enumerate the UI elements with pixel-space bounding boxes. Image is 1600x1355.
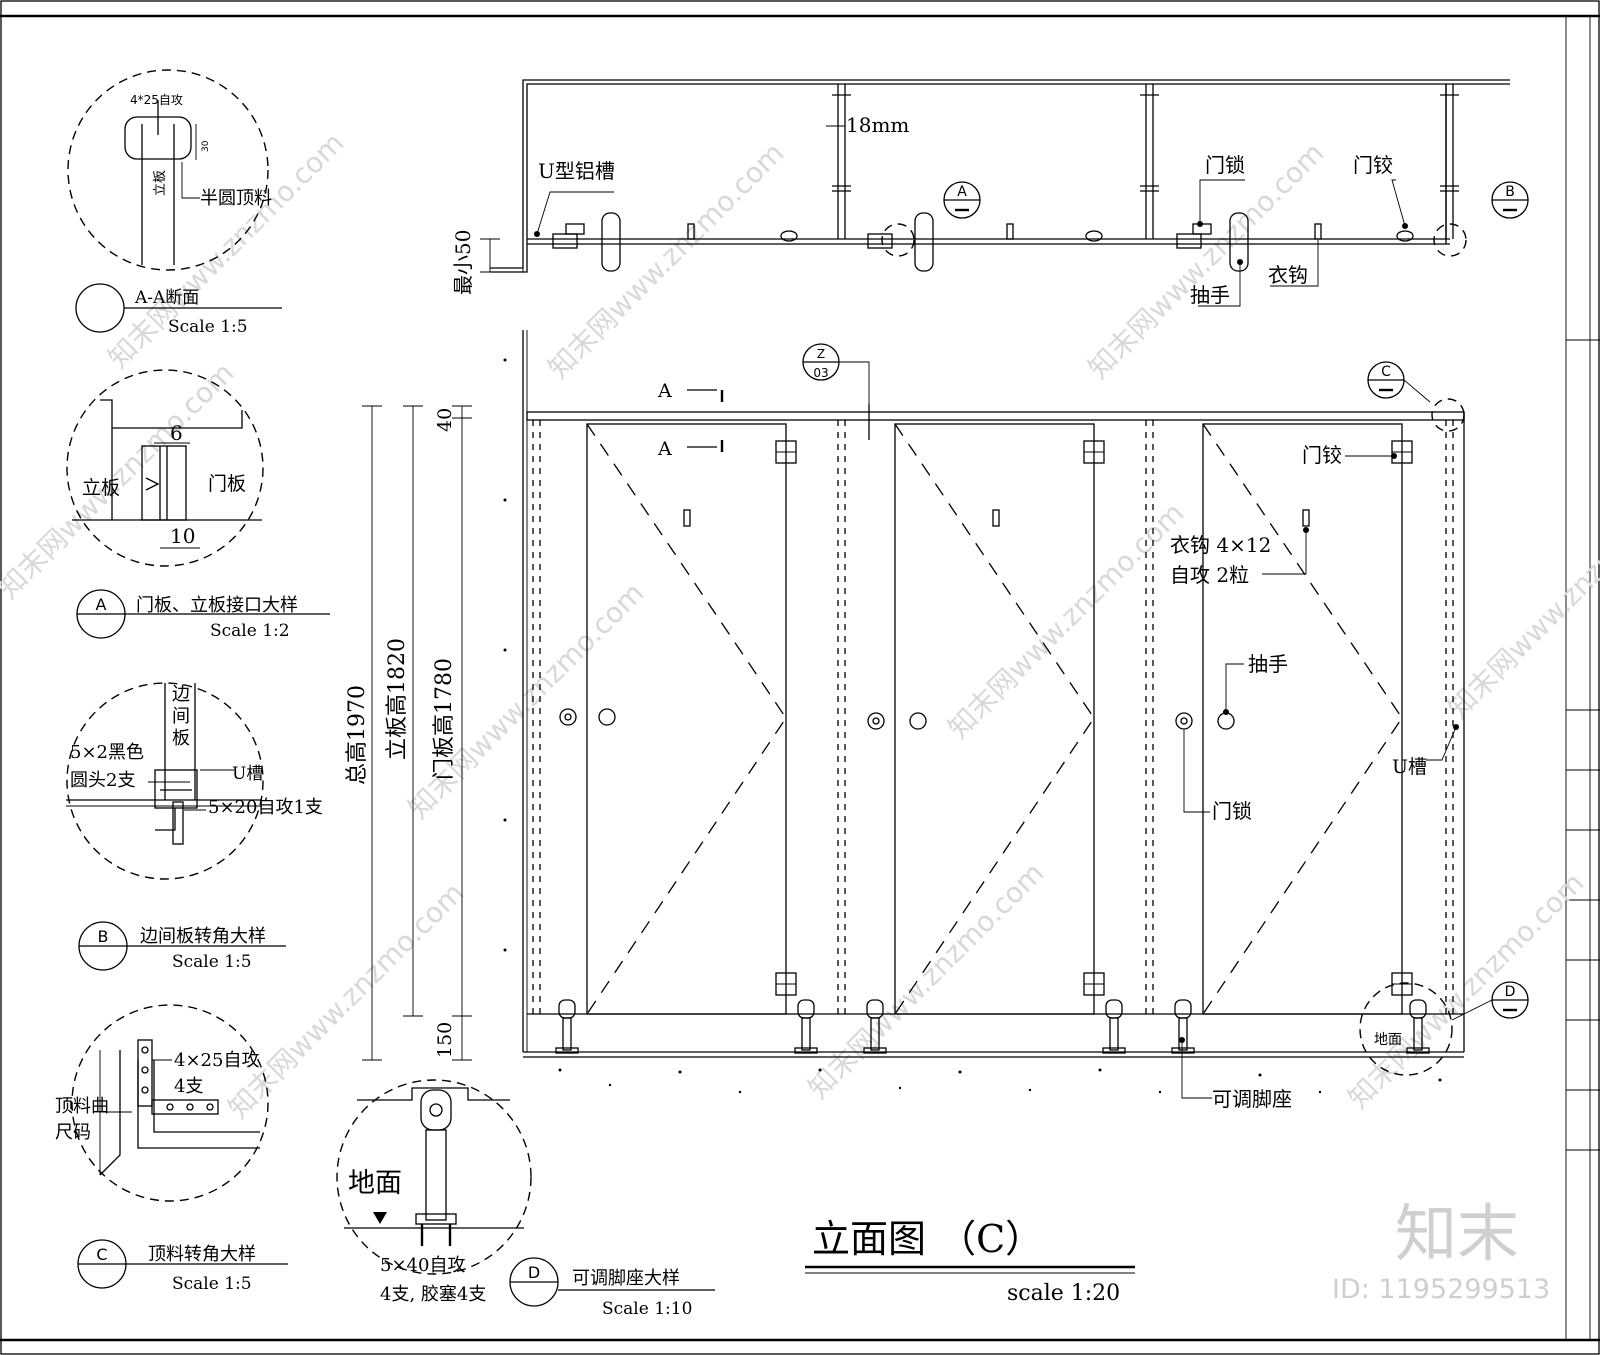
plan-bubble-a-label: A bbox=[957, 184, 967, 200]
dim-total-height: 总高1970 bbox=[345, 685, 370, 785]
plan-door-lock-label: 门锁 bbox=[1205, 153, 1245, 177]
elevation-hook-line1: 衣钩 4×12 bbox=[1170, 533, 1271, 557]
elevation-bubble-d-label: D bbox=[1505, 984, 1516, 1000]
c-bracket-line1: 顶料曲 bbox=[55, 1096, 109, 1117]
a-dim6: 6 bbox=[170, 421, 183, 445]
elevation-bubble-c-label: C bbox=[1381, 364, 1391, 380]
z-bubble: Z 03 bbox=[802, 343, 870, 440]
floor-hatch bbox=[503, 358, 1442, 1094]
d-title: 可调脚座大样 bbox=[572, 1268, 680, 1289]
plan-min-dim-label: 最小50 bbox=[451, 230, 475, 295]
b-bolt-line1: 5×2黑色 bbox=[70, 742, 144, 763]
b-letter: B bbox=[98, 927, 109, 946]
detail-d: 地面 5×40自攻 4支, 胶塞4支 D 可调脚座大样 Scale 1:10 bbox=[336, 1079, 715, 1319]
elevation-feet bbox=[555, 999, 1430, 1054]
b-side-panel: 边间板 bbox=[172, 684, 190, 749]
aa-scale: Scale 1:5 bbox=[168, 317, 248, 337]
aa-title: A-A断面 bbox=[134, 288, 199, 308]
a-scale: Scale 1:2 bbox=[210, 621, 290, 641]
watermark-logo: 知末 bbox=[1395, 1197, 1519, 1270]
aa-screw: 4*25自攻 bbox=[130, 93, 183, 107]
elevation-hinge-label: 门铰 bbox=[1302, 443, 1342, 467]
plan-view: U型铝槽 18mm 门锁 门铰 抽手 衣钩 最小50 A B bbox=[451, 79, 1529, 307]
c-screw: 4×25自攻 bbox=[174, 1050, 259, 1071]
d-screw-line2: 4支, 胶塞4支 bbox=[380, 1284, 486, 1305]
elevation-ground-label: 地面 bbox=[1374, 1032, 1402, 1048]
section-mark-a-upper: A bbox=[657, 380, 672, 402]
detail-a: 6 立板 门板 10 A 门板、立板接口大样 Scale 1:2 bbox=[66, 369, 330, 641]
aa-panel: 立板 bbox=[153, 170, 168, 196]
elevation-u-slot-label: U槽 bbox=[1392, 756, 1427, 778]
plan-u-channel-label: U型铝槽 bbox=[538, 159, 615, 183]
d-ground: 地面 bbox=[348, 1168, 402, 1199]
elevation-bubble-d: D bbox=[1451, 981, 1529, 1021]
drawing-title: 立面图 （C） scale 1:20 bbox=[805, 1217, 1135, 1306]
plan-hook-label: 衣钩 bbox=[1268, 263, 1308, 287]
a-panel: 立板 bbox=[82, 477, 120, 499]
aa-cap: 半圆顶料 bbox=[200, 188, 272, 209]
elevation-detail-d-marker bbox=[1359, 982, 1453, 1076]
d-screw-line1: 5×40自攻 bbox=[380, 1255, 465, 1276]
dim-bottom-gap: 150 bbox=[434, 1022, 456, 1058]
a-letter: A bbox=[96, 595, 107, 614]
z-bubble-bottom: 03 bbox=[813, 366, 828, 380]
a-title: 门板、立板接口大样 bbox=[136, 595, 298, 616]
watermark-text: 知末网www.znzmo.com bbox=[0, 356, 240, 605]
aa-dim30: 30 bbox=[201, 140, 211, 152]
plan-handle-label: 抽手 bbox=[1190, 283, 1230, 307]
plan-bubble-b-label: B bbox=[1505, 184, 1515, 200]
plan-bubble-a: A bbox=[943, 181, 981, 219]
c-title: 顶料转角大样 bbox=[148, 1244, 256, 1265]
watermark-id: ID: 1195299513 bbox=[1332, 1274, 1550, 1305]
title-main: 立面图 （C） bbox=[812, 1217, 1043, 1261]
d-scale: Scale 1:10 bbox=[602, 1299, 692, 1319]
d-letter: D bbox=[528, 1263, 540, 1282]
plan-hinge-label: 门铰 bbox=[1353, 153, 1393, 177]
detail-c: 4×25自攻 4支 顶料曲 尺码 C 顶料转角大样 Scale 1:5 bbox=[55, 1004, 288, 1294]
dim-top-gap: 40 bbox=[434, 408, 456, 432]
elevation-locks bbox=[559, 708, 1235, 730]
section-mark-a-lower: A bbox=[657, 438, 672, 460]
dim-panel-height: 立板高1820 bbox=[385, 638, 410, 760]
b-scale: Scale 1:5 bbox=[172, 952, 252, 972]
plan-bubble-b: B bbox=[1491, 181, 1529, 219]
c-bracket-line2: 尺码 bbox=[55, 1122, 91, 1143]
elevation-handle-label: 抽手 bbox=[1248, 652, 1288, 676]
plan-thickness-label: 18mm bbox=[846, 113, 909, 137]
elevation-bubble-c: C bbox=[1367, 361, 1431, 403]
b-bolt-line2: 圆头2支 bbox=[70, 770, 135, 791]
b-u-slot: U槽 bbox=[232, 764, 263, 784]
watermark: 知末网www.znzmo.com 知末网www.znzmo.com 知末网www… bbox=[0, 126, 1600, 1305]
b-screw: 5×20自攻1支 bbox=[208, 797, 323, 818]
elevation-hinges bbox=[775, 440, 1413, 996]
c-letter: C bbox=[96, 1245, 107, 1264]
a-dim10: 10 bbox=[170, 524, 195, 548]
elevation-detail-c-marker bbox=[1431, 398, 1465, 432]
plan-detail-a-marker bbox=[881, 223, 915, 257]
title-scale: scale 1:20 bbox=[1007, 1281, 1120, 1306]
elevation-dimensions: 总高1970 立板高1820 门板高1780 40 150 bbox=[345, 405, 472, 1061]
elevation-hook-line2: 自攻 2粒 bbox=[1170, 563, 1249, 587]
elevation-adjustable-foot-label: 可调脚座 bbox=[1212, 1087, 1292, 1111]
a-door: 门板 bbox=[208, 473, 246, 495]
watermark-text: 知末网www.znzmo.com bbox=[1442, 476, 1600, 725]
plan-detail-b-marker bbox=[1433, 223, 1467, 257]
elevation-door-lock-label: 门锁 bbox=[1212, 799, 1252, 823]
b-title: 边间板转角大样 bbox=[140, 926, 266, 947]
elevation-view: A A Z 03 C D bbox=[345, 330, 1529, 1111]
z-bubble-top: Z bbox=[817, 347, 825, 361]
watermark-text: 知末网www.znzmo.com bbox=[102, 126, 351, 375]
watermark-text: 知末网www.znzmo.com bbox=[802, 856, 1051, 1105]
c-qty: 4支 bbox=[174, 1076, 203, 1097]
watermark-text: 知末网www.znzmo.com bbox=[1342, 866, 1591, 1115]
dim-door-height: 门板高1780 bbox=[432, 658, 457, 780]
c-scale: Scale 1:5 bbox=[172, 1274, 252, 1294]
detail-aa: 4*25自攻 30 立板 半圆顶料 A-A断面 Scale 1:5 bbox=[67, 69, 282, 337]
detail-b: 边间板 5×2黑色 圆头2支 U槽 5×20自攻1支 B 边间板转角大样 Sca… bbox=[66, 682, 323, 972]
